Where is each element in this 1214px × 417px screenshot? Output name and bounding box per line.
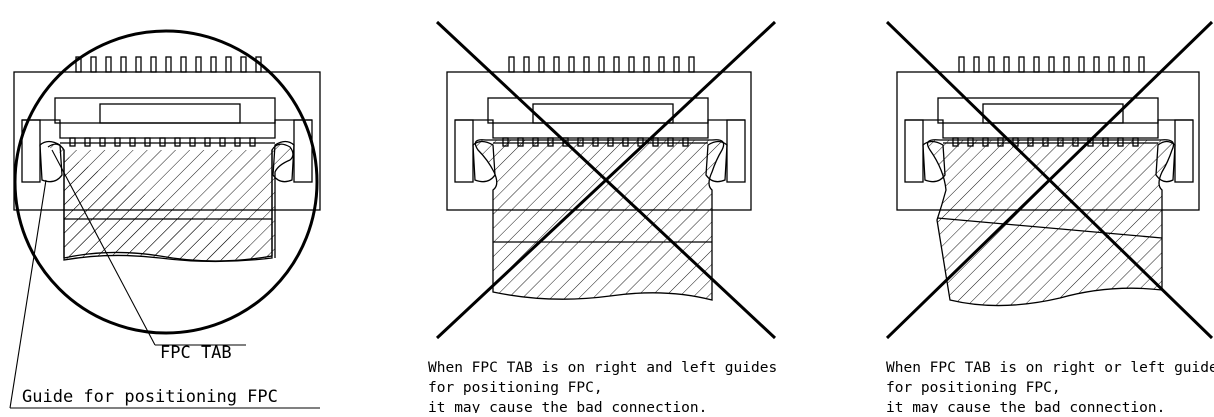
cross-mark-line <box>435 20 777 340</box>
fpc-stiffener-line <box>936 217 1163 239</box>
cross-mark-line <box>885 20 1214 340</box>
panel-correct <box>9 29 321 409</box>
caption-line-1: When FPC TAB is on right or left guide <box>886 360 1214 376</box>
fpc-tilted <box>926 139 1175 307</box>
top-contacts <box>958 56 1145 73</box>
magnifier-circle <box>13 29 319 335</box>
caption-line-3: it may cause the bad connection. <box>886 400 1165 413</box>
guide-left <box>39 140 63 183</box>
label-guide: Guide for positioning FPC <box>22 387 278 407</box>
panel-wrong-one-guide <box>885 20 1214 340</box>
top-contacts <box>75 56 262 73</box>
top-contacts <box>508 56 695 73</box>
panel-wrong-both-guides <box>435 20 777 340</box>
caption-line-2: for positioning FPC, <box>428 380 603 396</box>
caption-line-1: When FPC TAB is on right and left guides <box>428 360 777 376</box>
actuator-window <box>532 103 674 124</box>
actuator-window <box>982 103 1124 124</box>
label-fpc-tab: FPC TAB <box>160 343 232 363</box>
fpc-misaligned <box>474 139 725 301</box>
actuator-window <box>99 103 241 124</box>
guide-leader <box>9 179 47 409</box>
caption-line-2: for positioning FPC, <box>886 380 1061 396</box>
fpc-tab-leader <box>51 149 156 346</box>
actuator <box>54 97 276 124</box>
bottom-contacts <box>69 137 256 147</box>
caption-line-3: it may cause the bad connection. <box>428 400 707 413</box>
